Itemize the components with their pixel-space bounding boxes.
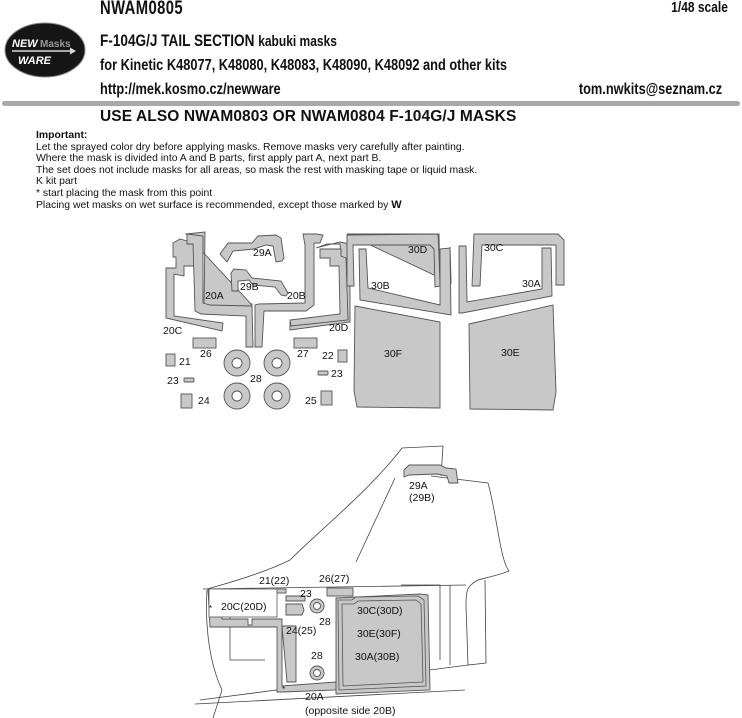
title-sub: kabuki masks — [258, 33, 337, 50]
plabel-21: 21(22) — [259, 575, 289, 587]
placed-28-rings — [309, 598, 325, 681]
label-23a: 23 — [167, 375, 179, 387]
wet-symbol-icon: W — [391, 198, 402, 211]
compatible-kits: for Kinetic K48077, K48080, K48083, K480… — [100, 57, 507, 74]
mask-22 — [337, 349, 348, 363]
mask-sheet — [165, 231, 565, 411]
mask-23b — [317, 370, 329, 376]
plabel-24: 24(25) — [286, 625, 316, 637]
label-28: 28 — [250, 373, 262, 385]
label-27: 27 — [297, 348, 309, 360]
see-also-note: USE ALSO NWAM0803 OR NWAM0804 F-104G/J M… — [100, 108, 517, 125]
label-30D: 30D — [408, 244, 428, 256]
placed-20A — [281, 625, 297, 683]
plabel-20A: 20A — [305, 691, 324, 703]
mask-20D-body — [289, 248, 349, 327]
mask-28-rings — [223, 349, 291, 410]
instruction-line: Placing wet masks on wet surface is reco… — [36, 198, 402, 211]
start-mark-20C: * — [209, 604, 212, 613]
plabel-28a: 28 — [319, 616, 331, 628]
instruction-line: K kit part — [36, 176, 77, 188]
mask-27 — [293, 337, 318, 349]
placement-labels: 29A (29B) 21(22) 26(27) 23 20C(20D) 28 2… — [209, 480, 435, 717]
mask-30E — [468, 304, 557, 411]
scale-label: 1/48 scale — [671, 0, 728, 16]
title-main: F-104G/J TAIL SECTION — [100, 31, 255, 50]
logo-new: NEW — [12, 38, 39, 50]
panel-fill — [346, 603, 420, 683]
instruction-line: Let the sprayed color dry before applyin… — [36, 141, 465, 153]
label-25: 25 — [305, 395, 317, 407]
label-21: 21 — [179, 356, 191, 368]
plabel-29A: 29A — [409, 480, 428, 492]
label-29A: 29A — [253, 247, 272, 259]
mask-20A-body — [186, 233, 254, 348]
label-20C: 20C — [163, 325, 183, 337]
label-30F: 30F — [384, 348, 402, 360]
plabel-26: 26(27) — [319, 573, 349, 585]
label-29B: 29B — [240, 281, 259, 293]
label-30A: 30A — [522, 278, 541, 290]
mask-29A — [219, 234, 285, 263]
instruction-line: Where the mask is divided into A and B p… — [36, 153, 382, 165]
logo-ware: WARE — [18, 55, 52, 67]
label-30B: 30B — [371, 280, 390, 292]
product-code: NWAM0805 — [100, 0, 184, 19]
product-title: F-104G/J TAIL SECTION kabuki masks — [100, 31, 337, 51]
website-link[interactable]: http://mek.kosmo.cz/newware — [100, 81, 281, 98]
mask-30C — [471, 233, 565, 287]
plabel-28b: 28 — [311, 650, 323, 662]
label-20A: 20A — [205, 290, 224, 302]
email-link[interactable]: tom.nwkits@seznam.cz — [578, 81, 722, 98]
label-30C: 30C — [484, 242, 504, 254]
placed-24 — [285, 603, 305, 616]
instructions: Important: Let the sprayed color dry bef… — [36, 130, 477, 211]
placed-29 — [403, 464, 459, 484]
mask-21 — [165, 353, 176, 367]
instruction-line: * start placing the mask from this point — [36, 187, 213, 199]
mask-25 — [320, 390, 333, 406]
plabel-30E: 30E(30F) — [357, 628, 401, 640]
mask-20B — [254, 233, 324, 348]
plabel-30C: 30C(30D) — [357, 605, 403, 617]
label-30E: 30E — [501, 347, 520, 359]
label-24: 24 — [198, 395, 210, 407]
header-divider — [2, 101, 740, 106]
mask-30B — [358, 247, 452, 316]
placed-23 — [285, 595, 306, 602]
plabel-20A-note: (opposite side 20B) — [305, 705, 395, 717]
plabel-23: 23 — [300, 588, 312, 600]
start-mark-20A: * — [282, 685, 285, 694]
label-26: 26 — [200, 348, 212, 360]
instructions-heading: Important: — [36, 130, 88, 141]
mask-labels: 29A 29B 20A 20B 20C 20D 26 27 21 22 23 2… — [163, 242, 541, 407]
label-22: 22 — [322, 350, 334, 362]
mask-30D — [346, 233, 452, 287]
placed-26 — [326, 587, 354, 597]
tail-outline — [194, 445, 510, 718]
mask-30F — [353, 305, 441, 409]
label-20D: 20D — [329, 322, 349, 334]
instruction-line: The set does not include masks for all a… — [36, 164, 478, 176]
newware-logo: NEW Masks WARE — [4, 22, 86, 78]
mask-24 — [180, 393, 193, 409]
panel-outline — [208, 588, 427, 691]
plabel-29B: (29B) — [409, 492, 435, 504]
label-23b: 23 — [331, 368, 343, 380]
plabel-30A: 30A(30B) — [355, 651, 399, 663]
plabel-20C: 20C(20D) — [221, 601, 267, 613]
mask-30A — [458, 245, 553, 314]
mask-29B — [230, 268, 289, 297]
mask-23a — [183, 377, 195, 383]
arrow-right-icon — [12, 47, 76, 55]
label-20B: 20B — [287, 290, 306, 302]
logo-masks: Masks — [40, 39, 71, 50]
mask-26 — [192, 337, 217, 349]
mask-30D-frame — [346, 233, 441, 288]
